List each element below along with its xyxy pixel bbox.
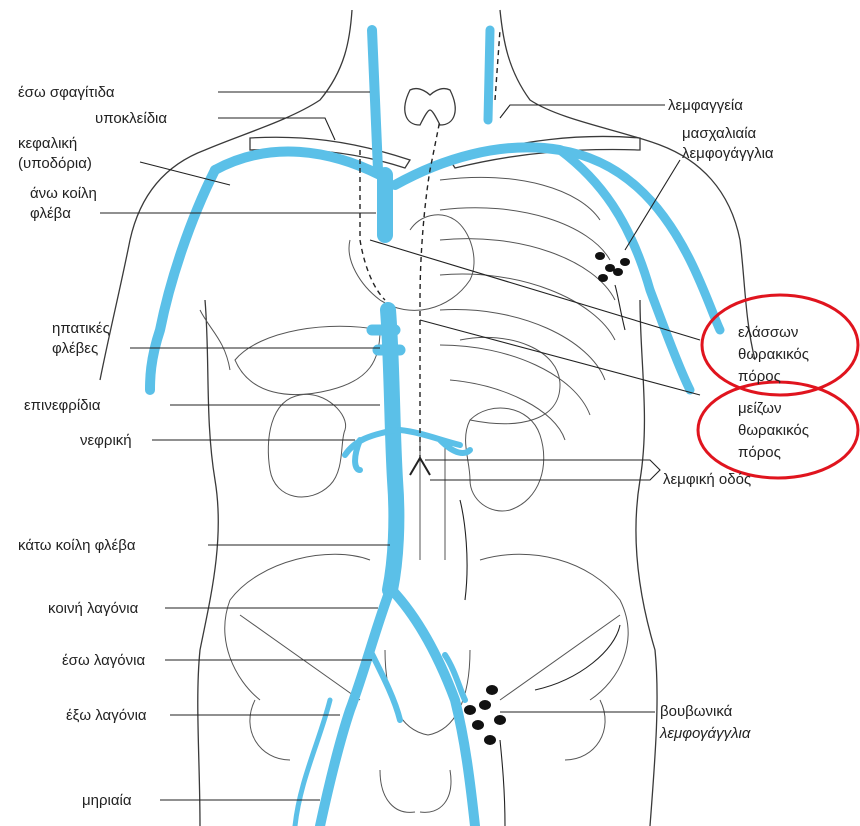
- label-inguinal-line2: λεμφογάγγλια: [659, 725, 751, 742]
- inguinal-node: [494, 715, 506, 725]
- leader-axillary: [625, 160, 680, 250]
- thyroid-gland: [405, 89, 455, 125]
- right-brachiocephalic-vein: [395, 147, 560, 185]
- right-common-iliac: [392, 590, 475, 826]
- label-lymphatics: λεμφαγγεία: [668, 97, 743, 114]
- axillary-lymph-pointer: [615, 285, 625, 330]
- cephalic-vein-left: [150, 170, 215, 390]
- left-kidney: [268, 394, 345, 497]
- label-common-iliac: κοινή λαγόνια: [48, 600, 139, 617]
- rib: [440, 274, 615, 340]
- axillary-node: [613, 268, 623, 276]
- lymph-arrow-lateral: [535, 625, 620, 690]
- rib: [440, 345, 590, 415]
- genital-outline: [380, 770, 451, 812]
- hip-socket-right: [565, 700, 605, 760]
- lymph-arrow-inguinal: [500, 740, 505, 826]
- axillary-node: [595, 252, 605, 260]
- label-right-lymph-duct-line1: ελάσσων: [738, 324, 798, 341]
- inguinal-ligament-right: [500, 615, 620, 700]
- label-inguinal-line1: βουβωνικά: [660, 703, 733, 720]
- label-lymph-path: λεμφική οδός: [663, 471, 751, 488]
- inguinal-ligament-left: [240, 615, 360, 700]
- inguinal-node: [484, 735, 496, 745]
- body-outline: [100, 10, 755, 826]
- label-suprarenal: επινεφρίδια: [24, 397, 101, 414]
- inguinal-node: [464, 705, 476, 715]
- label-internal-jugular: έσω σφαγίτιδα: [18, 84, 115, 101]
- left-common-iliac: [320, 590, 390, 826]
- leader-lymphatics: [500, 105, 665, 118]
- label-cephalic-line2: (υποδόρια): [18, 155, 92, 172]
- label-svc-line2: φλέβα: [30, 205, 71, 222]
- rib: [440, 177, 600, 220]
- label-hepatic-line1: ηπατικές: [52, 320, 110, 337]
- rib: [440, 208, 610, 260]
- stomach-outline: [460, 337, 560, 423]
- axillary-node: [598, 274, 608, 282]
- lymph-arrow-abdomen: [460, 500, 467, 600]
- ribcage: [440, 177, 615, 440]
- axillary-node: [620, 258, 630, 266]
- internal-jugular-vein: [372, 30, 378, 170]
- label-thoracic-duct-line1: μείζων: [738, 400, 781, 417]
- inguinal-node: [479, 700, 491, 710]
- spine-outline: [420, 440, 445, 560]
- left-arm-contour: [100, 240, 130, 380]
- label-renal: νεφρική: [80, 432, 132, 449]
- liver-outline: [235, 326, 380, 394]
- label-ivc: κάτω κοίλη φλέβα: [18, 537, 136, 554]
- right-internal-jugular-vein: [488, 30, 490, 120]
- label-right-lymph-duct-line3: πόρος: [738, 368, 781, 385]
- pelvis-outline: [225, 554, 628, 700]
- right-renal-vein: [400, 430, 470, 453]
- label-femoral: μηριαία: [82, 792, 132, 809]
- heart-outline: [349, 215, 474, 311]
- left-ribcage-edge: [200, 310, 230, 370]
- organs: [225, 215, 628, 813]
- label-axillary-line1: μασχαλιαία: [682, 125, 757, 142]
- label-thoracic-duct-line3: πόρος: [738, 444, 781, 461]
- labels-left: έσω σφαγίτιδα υποκλείδια κεφαλική (υποδό…: [18, 84, 167, 809]
- rib: [450, 380, 565, 440]
- label-internal-iliac: έσω λαγόνια: [62, 652, 145, 669]
- left-jugular-trunk: [495, 30, 500, 100]
- label-axillary-line2: λεμφογάγγλια: [682, 145, 774, 162]
- label-cephalic-line1: κεφαλική: [18, 135, 77, 152]
- labels-right: λεμφαγγεία μασχαλιαία λεμφογάγγλια ελάσσ…: [659, 97, 809, 742]
- basilic-vein-right: [560, 150, 690, 390]
- inguinal-node: [472, 720, 484, 730]
- label-hepatic-line2: φλέβες: [52, 340, 98, 357]
- label-thoracic-duct-line2: θωρακικός: [738, 422, 809, 439]
- label-svc-line1: άνω κοίλη: [30, 185, 97, 202]
- label-subclavian: υποκλείδια: [95, 110, 167, 127]
- label-external-iliac: έξω λαγόνια: [66, 707, 147, 724]
- hip-socket-left: [250, 700, 290, 760]
- inguinal-node: [486, 685, 498, 695]
- left-flank: [198, 300, 219, 826]
- label-right-lymph-duct-line2: θωρακικός: [738, 346, 809, 363]
- rib: [440, 310, 605, 380]
